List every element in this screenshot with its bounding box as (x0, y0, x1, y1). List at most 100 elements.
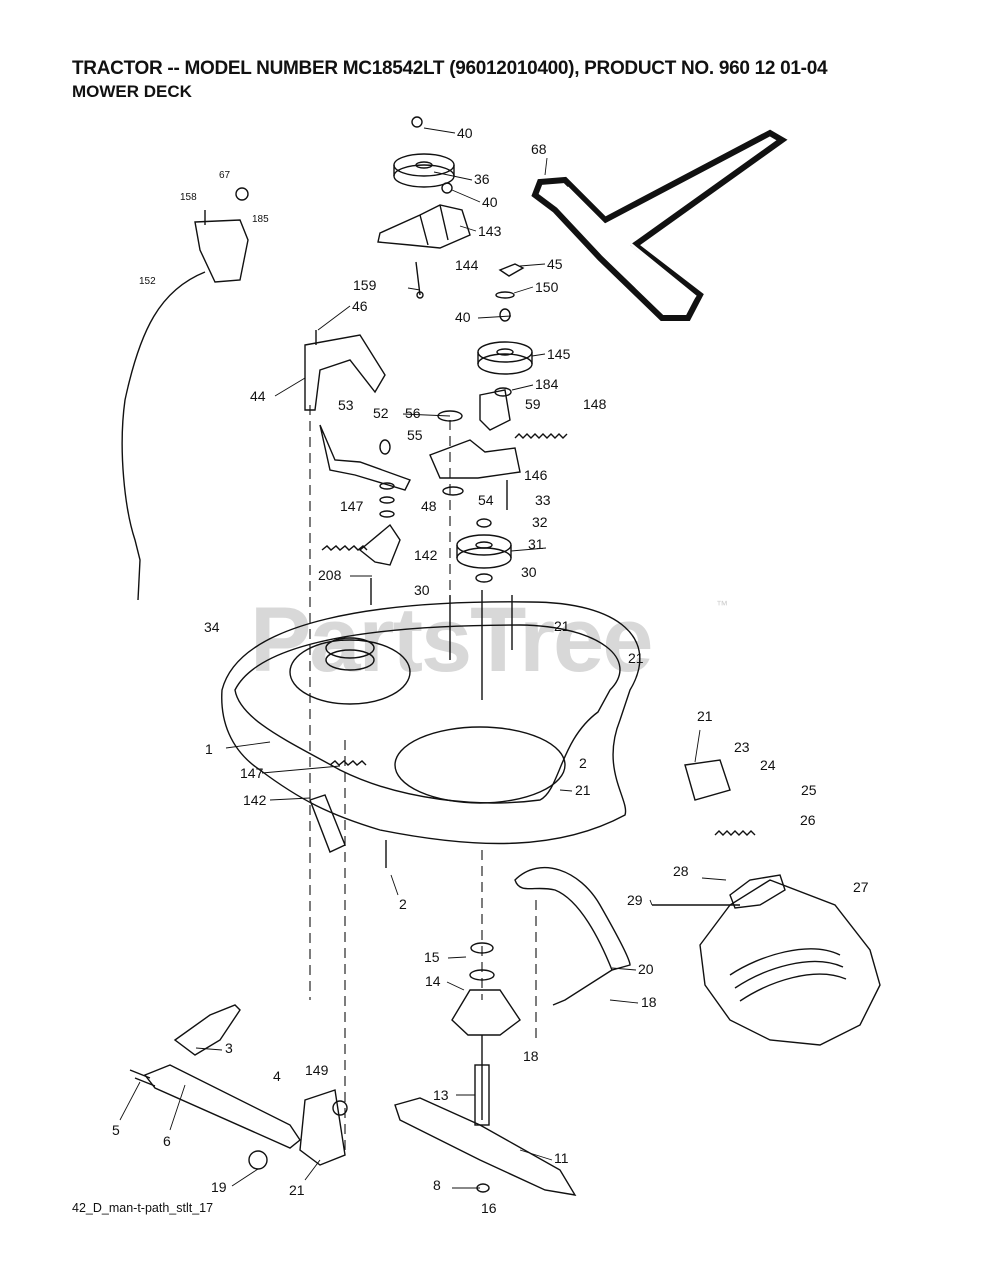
callout: 142 (243, 792, 267, 808)
callout: 149 (305, 1062, 329, 1078)
idler-bracket (377, 204, 471, 249)
nut-40-top (411, 116, 423, 128)
callout: 2 (579, 755, 587, 771)
callout: 19 (211, 1179, 227, 1195)
callout: 45 (547, 256, 563, 272)
callout: 20 (638, 961, 654, 977)
callout: 152 (139, 276, 156, 287)
bracket-3 (173, 1004, 241, 1056)
callout: 8 (433, 1177, 441, 1193)
callout: 11 (554, 1150, 569, 1166)
callout: 67 (219, 170, 231, 181)
callout: 26 (800, 812, 816, 828)
callout: 56 (405, 405, 421, 421)
callout: 4 (273, 1068, 281, 1084)
callout: 68 (531, 141, 547, 157)
callout: 55 (407, 427, 423, 443)
callout: 27 (853, 879, 869, 895)
callout: 5 (112, 1122, 120, 1138)
bracket-44 (304, 334, 386, 411)
deck-blade-chamber-right (394, 726, 566, 804)
control-cable-152 (121, 271, 206, 601)
callout: 1 (205, 741, 213, 757)
bracket-142 (358, 523, 401, 566)
spring-148 (514, 433, 568, 439)
callout: 23 (734, 739, 750, 755)
leader-lines (119, 127, 727, 1189)
control-lever (194, 219, 249, 283)
callout: 40 (455, 309, 471, 325)
callout: 208 (318, 567, 342, 583)
idler-pulley-top (393, 153, 455, 188)
alignment-lines (309, 405, 537, 1150)
callout: 34 (204, 619, 220, 635)
callout: 146 (524, 467, 548, 483)
callout: 21 (554, 618, 570, 634)
callout: 145 (547, 346, 571, 362)
callout: 2 (399, 896, 407, 912)
callout: 6 (163, 1133, 171, 1149)
callout: 184 (535, 376, 559, 392)
callout: 16 (481, 1200, 497, 1216)
callout: 3 (225, 1040, 233, 1056)
callout: 40 (482, 194, 498, 210)
drive-belt (531, 129, 788, 321)
callout: 147 (340, 498, 364, 514)
spring-25 (714, 830, 756, 836)
callout: 24 (760, 757, 776, 773)
callout: 30 (414, 582, 430, 598)
lift-link-6 (143, 1064, 301, 1149)
callout: 52 (373, 405, 389, 421)
callout: 54 (478, 492, 494, 508)
callout: 143 (478, 223, 502, 239)
page-title: TRACTOR -- MODEL NUMBER MC18542LT (96012… (72, 58, 828, 79)
callout: 28 (673, 863, 689, 879)
callout: 59 (525, 396, 541, 412)
callout: 185 (252, 214, 269, 225)
callout: 18 (523, 1048, 539, 1064)
callout: 21 (697, 708, 713, 724)
spring-147 (321, 545, 368, 551)
callout: 32 (532, 514, 548, 530)
bracket-4 (299, 1089, 346, 1166)
callout: 33 (535, 492, 551, 508)
callout: 46 (352, 298, 368, 314)
callout: 144 (455, 257, 479, 273)
callout: 40 (457, 125, 473, 141)
nut-40-b (441, 182, 453, 194)
callout: 15 (424, 949, 440, 965)
callout: 142 (414, 547, 438, 563)
callout: 48 (421, 498, 437, 514)
callout: 21 (628, 650, 644, 666)
spindle-pulley-31 (456, 534, 512, 569)
callout: 53 (338, 397, 354, 413)
idler-arm-53 (319, 424, 411, 491)
callout: 30 (521, 564, 537, 580)
watermark: PartsTree (250, 589, 653, 691)
idler-plate-55 (429, 439, 521, 479)
callout-labels: 40 36 40 143 144 159 45 150 40 145 184 5… (112, 125, 869, 1216)
mower-deck (221, 601, 641, 845)
callout: 158 (180, 192, 197, 203)
bracket-23 (684, 759, 731, 801)
callout: 150 (535, 279, 559, 295)
diagram-artwork (121, 116, 881, 1196)
callout: 21 (575, 782, 591, 798)
callout: 29 (627, 892, 643, 908)
callout: 36 (474, 171, 490, 187)
blade-11 (394, 1097, 577, 1196)
callout: 147 (240, 765, 264, 781)
spindle-assembly-14 (451, 989, 521, 1036)
callout: 44 (250, 388, 266, 404)
callout: 14 (425, 973, 441, 989)
drawing-code: 42_D_man-t-path_stlt_17 (72, 1201, 214, 1215)
callout: 31 (528, 536, 544, 552)
callout: 159 (353, 277, 377, 293)
deck-blade-chamber-left (289, 639, 411, 705)
chute-27 (699, 879, 881, 1046)
watermark-trademark: ™ (716, 598, 728, 612)
callout: 25 (801, 782, 817, 798)
deck-pulley-left (325, 637, 375, 659)
idler-pulley-145 (477, 341, 533, 375)
